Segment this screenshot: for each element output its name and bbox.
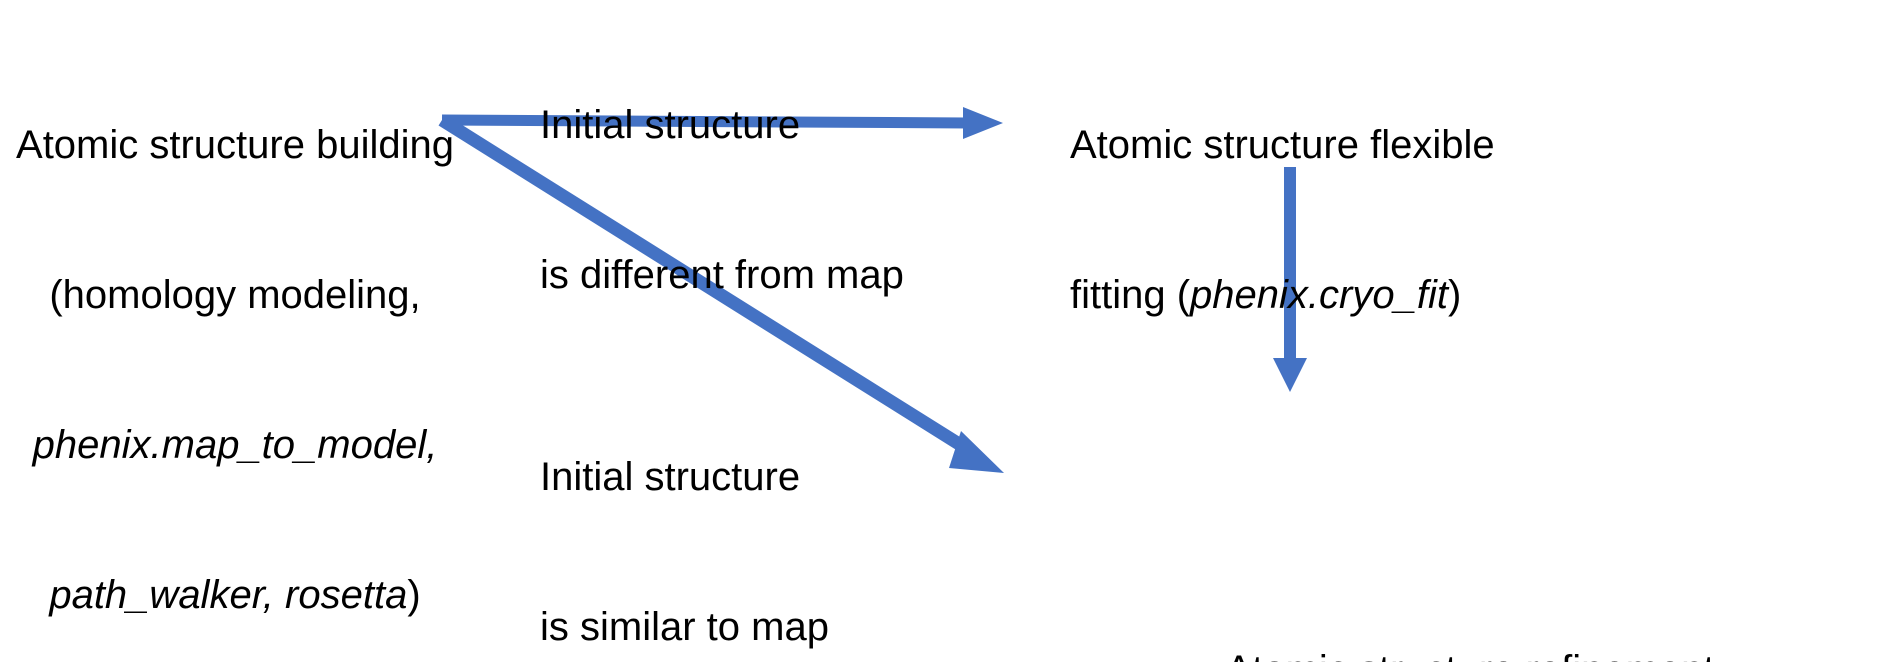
edge-label-different-line-2: is different from map (540, 253, 904, 297)
node-atomic-structure-building: Atomic structure building (homology mode… (0, 20, 470, 662)
node-fitting-line-1: Atomic structure flexible (1070, 123, 1495, 167)
node-fitting-line-2-italic: phenix.cryo_fit (1190, 273, 1448, 317)
node-atomic-structure-refinement: Atomic structure refinement (phenix.real… (1060, 545, 1880, 662)
node-building-line-4-italic: path_walker, rosetta (49, 573, 408, 617)
node-building-line-3: phenix.map_to_model, (32, 423, 438, 467)
node-building-line-1: Atomic structure building (16, 123, 454, 167)
node-fitting-line-2-prefix: fitting ( (1070, 273, 1191, 317)
edge-label-different-line-1: Initial structure (540, 103, 801, 147)
node-building-line-4-tail: ) (407, 573, 421, 617)
node-building-line-4: path_walker, rosetta) (0, 570, 470, 620)
edge-label-is-similar-to-map: Initial structure is similar to map (540, 352, 940, 662)
node-atomic-structure-flexible-fitting: Atomic structure flexible fitting (pheni… (1070, 20, 1570, 420)
node-refinement-line-1: Atomic structure refinement (1060, 645, 1880, 662)
edge-label-is-different-from-map: Initial structure is different from map (540, 0, 940, 400)
node-building-line-2: (homology modeling, (49, 273, 421, 317)
node-fitting-line-2-suffix: ) (1447, 273, 1462, 317)
node-fitting-line-2: fitting (phenix.cryo_fit) (1070, 270, 1570, 320)
edge-label-similar-line-1: Initial structure (540, 455, 801, 499)
edge-label-similar-line-2: is similar to map (540, 605, 829, 649)
